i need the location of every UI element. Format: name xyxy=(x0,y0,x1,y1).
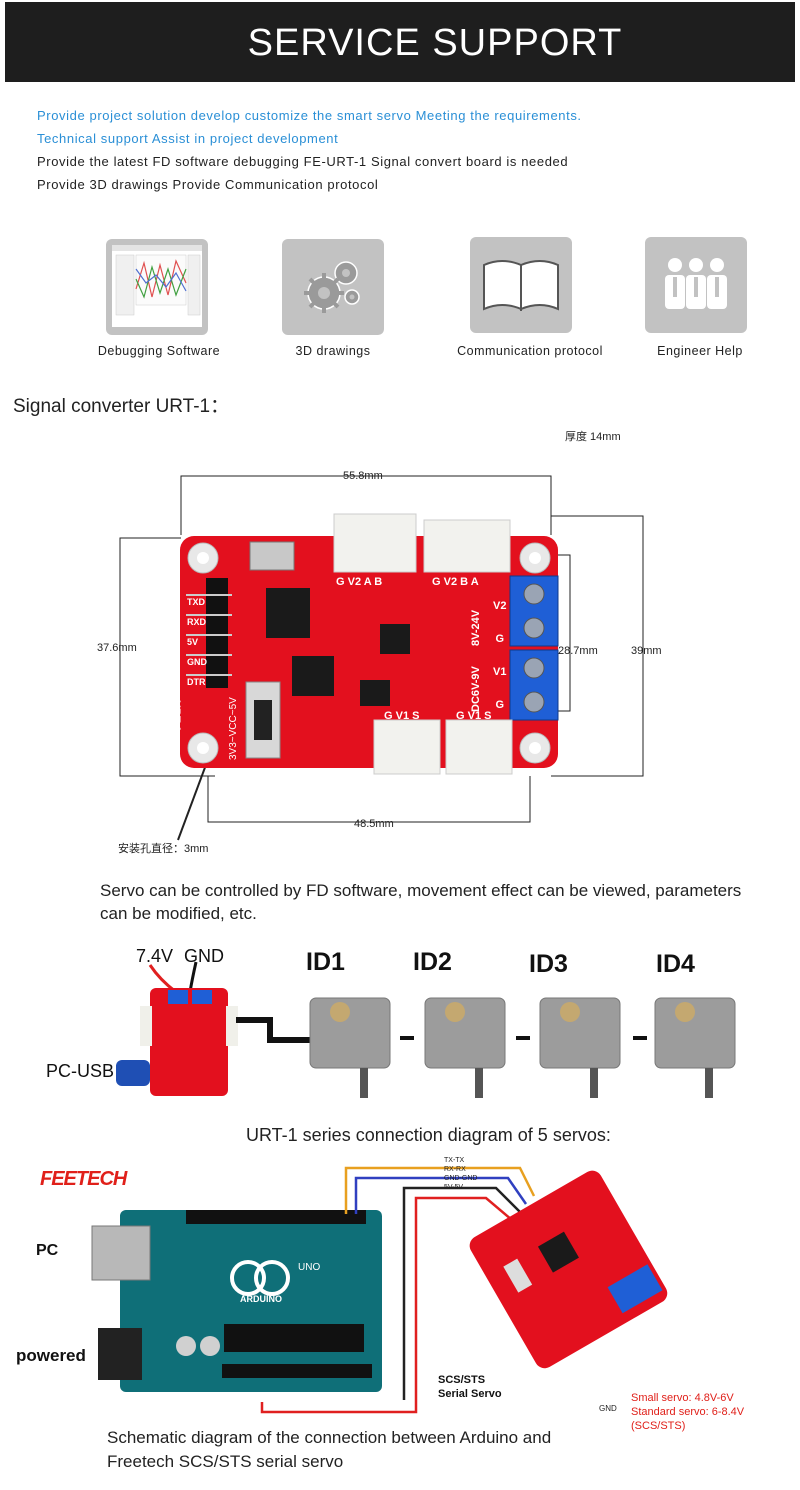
intro-line-2: Technical support Assist in project deve… xyxy=(37,131,339,146)
dim-top: 55.8mm xyxy=(343,470,383,482)
dim-left: 37.6mm xyxy=(97,642,137,654)
servo-caption: Servo can be controlled by FD software, … xyxy=(100,881,742,923)
dim-right: 39mm xyxy=(631,645,662,657)
volt-label-2: DC6V-9V xyxy=(470,666,482,712)
id3-label: ID3 xyxy=(529,950,568,978)
terminal-labels: V2 G V1 G xyxy=(493,600,507,711)
uno-label: UNO xyxy=(298,1262,321,1273)
arduino-caption-line-2: Freetech SCS/STS serial servo xyxy=(107,1452,344,1471)
servo-2 xyxy=(424,997,506,1069)
power-plus-label: 7.4V xyxy=(136,946,174,966)
intro-line-4: Provide 3D drawings Provide Communicatio… xyxy=(37,177,379,192)
tile-label-debugging: Debugging Software xyxy=(97,344,221,358)
header-labels-1: G V2 A B xyxy=(336,576,383,588)
people-icon xyxy=(665,258,727,309)
arduino-section-title: URT-1 series connection diagram of 5 ser… xyxy=(246,1125,611,1145)
servo-1 xyxy=(309,997,391,1069)
id2-label: ID2 xyxy=(413,948,452,976)
id1-label: ID1 xyxy=(306,948,345,976)
book-icon xyxy=(483,260,559,311)
urt1-board-diagram xyxy=(119,475,644,841)
page-title: SERVICE SUPPORT xyxy=(247,22,623,64)
arduino-caption-line-1: Schematic diagram of the connection betw… xyxy=(107,1428,552,1447)
servo-3 xyxy=(539,997,621,1069)
converter-heading: Signal converter URT-1： xyxy=(13,396,230,417)
tile-label-3d: 3D drawings xyxy=(295,344,371,358)
debugging-software-tile xyxy=(106,239,208,335)
intro-line-3: Provide the latest FD software debugging… xyxy=(37,154,569,169)
usb-port xyxy=(91,1225,151,1281)
feetech-logo: FEETECH xyxy=(40,1168,127,1190)
communication-protocol-tile xyxy=(470,237,572,333)
3d-drawings-tile xyxy=(282,239,384,335)
wire-labels: TX-TX RX-RX GND-GND 5V-5V xyxy=(444,1157,478,1191)
arduino-connection-diagram xyxy=(91,1166,668,1414)
usb-connector xyxy=(116,1060,150,1086)
pin-labels: TXD RXD 5V GND DTR xyxy=(187,597,207,687)
urt1-board-tilted xyxy=(469,1170,668,1369)
powered-label: powered xyxy=(16,1346,86,1365)
thickness-label: 厚度 14mm xyxy=(565,431,621,443)
switch-label: 3V3~VCC~5V xyxy=(228,697,239,760)
servo-voltage-specs: Small servo: 4.8V-6V Standard servo: 6-8… xyxy=(631,1392,745,1432)
hole-diameter: 安装孔直径：3mm xyxy=(118,843,209,855)
power-jack xyxy=(98,1328,142,1380)
chart-icon xyxy=(112,245,202,327)
serial-servo-label: SCS/STS Serial Servo xyxy=(438,1374,502,1400)
arduino-logo-text: ARDUINO xyxy=(240,1294,282,1304)
header-labels-3: G V1 S xyxy=(384,710,420,722)
tile-label-engineer: Engineer Help xyxy=(657,344,743,358)
intro-line-1: Provide project solution develop customi… xyxy=(37,108,582,123)
id4-label: ID4 xyxy=(656,950,695,978)
header-labels-4: G V1 S xyxy=(456,710,492,722)
urt1-mini-board xyxy=(150,988,228,1096)
engineer-help-tile xyxy=(645,237,747,333)
header-banner xyxy=(5,2,795,82)
header-labels-2: G V2 B A xyxy=(432,576,479,588)
volt-label-1: 8V-24V xyxy=(470,609,482,646)
tile-label-protocol: Communication protocol xyxy=(457,344,603,358)
board-label: URT-1 xyxy=(170,700,182,732)
pc-usb-label: PC-USB xyxy=(46,1061,115,1081)
servo-chain-diagram xyxy=(116,961,736,1098)
pc-label: PC xyxy=(36,1242,59,1259)
servo-4 xyxy=(654,997,736,1069)
dim-bottom: 48.5mm xyxy=(354,818,394,830)
gnd-label: GND xyxy=(599,1404,617,1413)
gears-icon xyxy=(304,261,360,313)
dim-right-inner: 28.7mm xyxy=(558,645,598,657)
power-gnd-label: GND xyxy=(184,946,224,966)
